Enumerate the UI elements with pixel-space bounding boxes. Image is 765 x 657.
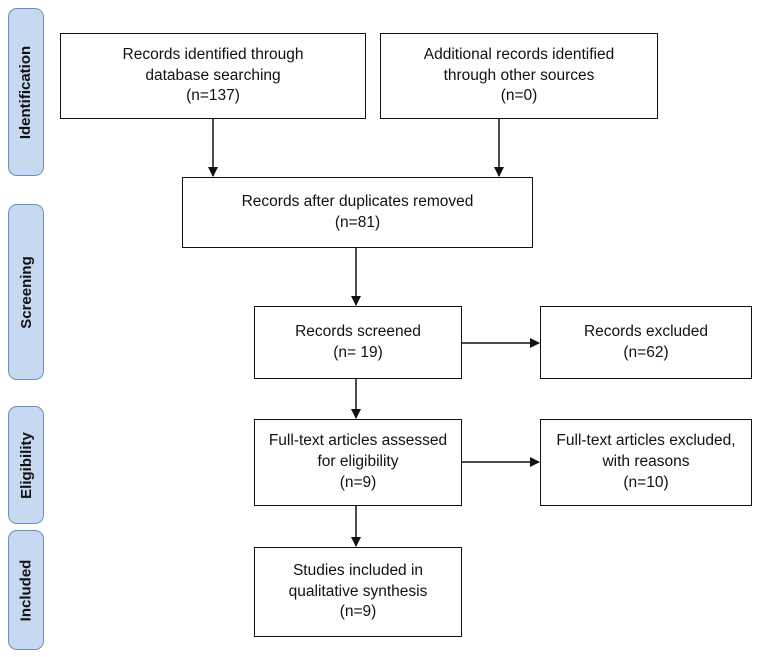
box-records-screened-count: (n= 19)	[333, 343, 383, 361]
box-other-sources-count: (n=0)	[500, 87, 538, 105]
box-records-excluded: Records excluded (n=62)	[540, 306, 752, 379]
box-database-search: Records identified through database sear…	[60, 33, 366, 119]
box-after-duplicates: Records after duplicates removed (n=81)	[182, 177, 533, 248]
box-records-excluded-line1: Records excluded	[583, 322, 709, 340]
box-fulltext-excluded-count: (n=10)	[623, 473, 669, 491]
box-database-search-line2: database searching	[145, 66, 281, 84]
box-fulltext-assessed-line2: for eligibility	[317, 453, 399, 471]
box-database-search-line1: Records identified through	[122, 45, 304, 63]
stage-label-eligibility: Eligibility	[8, 406, 44, 524]
box-fulltext-excluded-line2: with reasons	[602, 453, 690, 471]
box-fulltext-assessed-count: (n=9)	[339, 473, 377, 491]
box-records-screened: Records screened (n= 19)	[254, 306, 462, 379]
box-after-duplicates-count: (n=81)	[334, 213, 381, 231]
box-fulltext-assessed-line1: Full-text articles assessed	[268, 432, 448, 450]
box-studies-included: Studies included in qualitative synthesi…	[254, 547, 462, 637]
stage-label-included: Included	[8, 530, 44, 650]
box-records-excluded-count: (n=62)	[623, 343, 669, 361]
box-other-sources-line1: Additional records identified	[423, 45, 615, 63]
box-records-screened-line1: Records screened	[295, 322, 421, 340]
box-fulltext-assessed: Full-text articles assessed for eligibil…	[254, 419, 462, 506]
box-other-sources: Additional records identified through ot…	[380, 33, 658, 119]
box-database-search-count: (n=137)	[186, 87, 240, 105]
box-fulltext-excluded: Full-text articles excluded, with reason…	[540, 419, 752, 506]
stage-label-identification: Identification	[8, 8, 44, 176]
box-studies-included-line1: Studies included in	[292, 561, 424, 579]
box-studies-included-count: (n=9)	[339, 603, 377, 621]
box-fulltext-excluded-line1: Full-text articles excluded,	[556, 432, 736, 450]
box-after-duplicates-line1: Records after duplicates removed	[241, 192, 474, 210]
box-other-sources-line2: through other sources	[443, 66, 595, 84]
box-studies-included-line2: qualitative synthesis	[288, 582, 428, 600]
stage-label-screening: Screening	[8, 204, 44, 380]
